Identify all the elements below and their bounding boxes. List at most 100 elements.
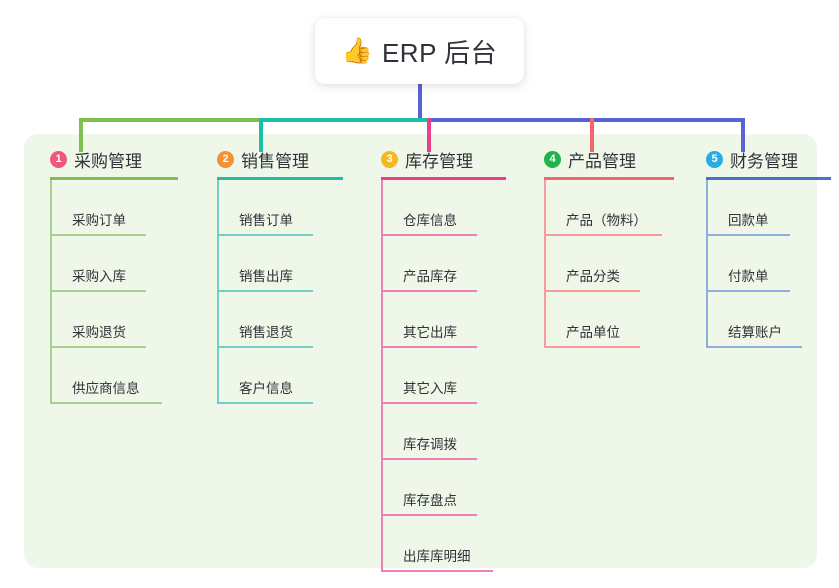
branch-item-rule — [706, 234, 790, 236]
branch-item-rule — [381, 458, 477, 460]
branch-item-label: 产品单位 — [566, 325, 620, 340]
branch-header-rule — [381, 177, 506, 180]
branch-column-sales: 2 销售管理销售订单销售出库销售退货客户信息 — [217, 146, 343, 404]
branch-item-rule — [50, 290, 146, 292]
branch-item-rule — [50, 402, 162, 404]
branch-item-label: 销售退货 — [239, 325, 293, 340]
branch-header-rule — [217, 177, 343, 180]
branch-header-rule — [50, 177, 178, 180]
branch-item-rule — [381, 234, 477, 236]
branch-item-spine — [381, 180, 383, 236]
branch-item-label: 产品分类 — [566, 269, 620, 284]
branch-item-rule — [544, 290, 640, 292]
root-stem — [418, 84, 422, 122]
branch-item-rule — [381, 570, 493, 572]
stub-sales — [259, 118, 263, 152]
branch-item-spine — [544, 180, 546, 236]
branch-header-rule — [544, 177, 674, 180]
branch-item[interactable]: 其它出库 — [381, 292, 506, 348]
branch-header-inventory[interactable]: 3 库存管理 — [381, 146, 506, 172]
branch-item[interactable]: 产品库存 — [381, 236, 506, 292]
root-node-title: ERP 后台 — [381, 37, 498, 68]
branch-index-badge: 1 — [50, 150, 67, 168]
branch-item-label: 仓库信息 — [403, 213, 457, 228]
branch-panel — [24, 134, 817, 568]
branch-item-label: 供应商信息 — [72, 381, 140, 396]
branch-item-rule — [217, 402, 313, 404]
branch-index-badge: 2 — [217, 150, 234, 168]
branch-item[interactable]: 其它入库 — [381, 348, 506, 404]
branch-item-spine — [381, 460, 383, 516]
branch-item-spine — [706, 292, 708, 348]
stub-inventory — [427, 118, 431, 152]
branch-item-spine — [381, 236, 383, 292]
branch-item-rule — [544, 234, 662, 236]
branch-item[interactable]: 采购入库 — [50, 236, 178, 292]
branch-item[interactable]: 回款单 — [706, 180, 831, 236]
branch-item[interactable]: 销售出库 — [217, 236, 343, 292]
branch-item-spine — [50, 292, 52, 348]
segment-teal — [259, 118, 427, 122]
branch-item-spine — [217, 292, 219, 348]
branch-header-rule — [706, 177, 831, 180]
branch-item[interactable]: 客户信息 — [217, 348, 343, 404]
stub-purchase — [79, 118, 83, 152]
branch-item[interactable]: 出库库明细 — [381, 516, 506, 572]
branch-item-label: 销售订单 — [239, 213, 293, 228]
branch-item-rule — [544, 346, 640, 348]
branch-item-rule — [381, 514, 477, 516]
branch-item-spine — [217, 236, 219, 292]
branch-item[interactable]: 采购订单 — [50, 180, 178, 236]
branch-item[interactable]: 库存调拨 — [381, 404, 506, 460]
segment-blue — [427, 118, 741, 122]
branch-item[interactable]: 采购退货 — [50, 292, 178, 348]
branch-item-spine — [217, 348, 219, 404]
branch-item-spine — [381, 404, 383, 460]
branch-item[interactable]: 结算账户 — [706, 292, 831, 348]
branch-item[interactable]: 库存盘点 — [381, 460, 506, 516]
branch-item-spine — [544, 236, 546, 292]
branch-title: 销售管理 — [241, 151, 309, 171]
branch-index-badge: 3 — [381, 150, 398, 168]
branch-item-spine — [706, 236, 708, 292]
branch-item-list: 产品（物料） 产品分类产品单位 — [544, 180, 674, 348]
branch-item[interactable]: 付款单 — [706, 236, 831, 292]
stub-finance — [741, 118, 745, 152]
root-node[interactable]: 👍 ERP 后台 — [315, 18, 524, 84]
branch-item[interactable]: 仓库信息 — [381, 180, 506, 236]
branch-item-rule — [50, 234, 146, 236]
branch-header-sales[interactable]: 2 销售管理 — [217, 146, 343, 172]
branch-item-spine — [50, 236, 52, 292]
branch-item[interactable]: 产品（物料） — [544, 180, 674, 236]
branch-item-label: 库存盘点 — [403, 493, 457, 508]
branch-index-badge: 5 — [706, 150, 723, 168]
branch-item-label: 销售出库 — [239, 269, 293, 284]
branch-item-rule — [50, 346, 146, 348]
branch-item-label: 产品（物料） — [566, 213, 647, 228]
branch-item-label: 库存调拨 — [403, 437, 457, 452]
branch-item-label: 采购订单 — [72, 213, 126, 228]
branch-item[interactable]: 销售订单 — [217, 180, 343, 236]
branch-item-rule — [381, 346, 477, 348]
branch-item[interactable]: 销售退货 — [217, 292, 343, 348]
segment-green — [79, 118, 259, 122]
branch-title: 库存管理 — [405, 151, 473, 171]
branch-column-inventory: 3 库存管理仓库信息产品库存其它出库其它入库库存调拨库存盘点出库库明细 — [381, 146, 506, 572]
branch-item[interactable]: 供应商信息 — [50, 348, 178, 404]
branch-item-label: 其它出库 — [403, 325, 457, 340]
thumbs-up-icon: 👍 — [341, 36, 373, 65]
branch-index-badge: 4 — [544, 150, 561, 168]
branch-item-list: 采购订单采购入库采购退货供应商信息 — [50, 180, 178, 404]
branch-item-spine — [544, 292, 546, 348]
branch-item-label: 出库库明细 — [403, 549, 471, 564]
branch-item[interactable]: 产品分类 — [544, 236, 674, 292]
branch-item-rule — [217, 234, 313, 236]
branch-item-label: 回款单 — [728, 213, 769, 228]
branch-item[interactable]: 产品单位 — [544, 292, 674, 348]
